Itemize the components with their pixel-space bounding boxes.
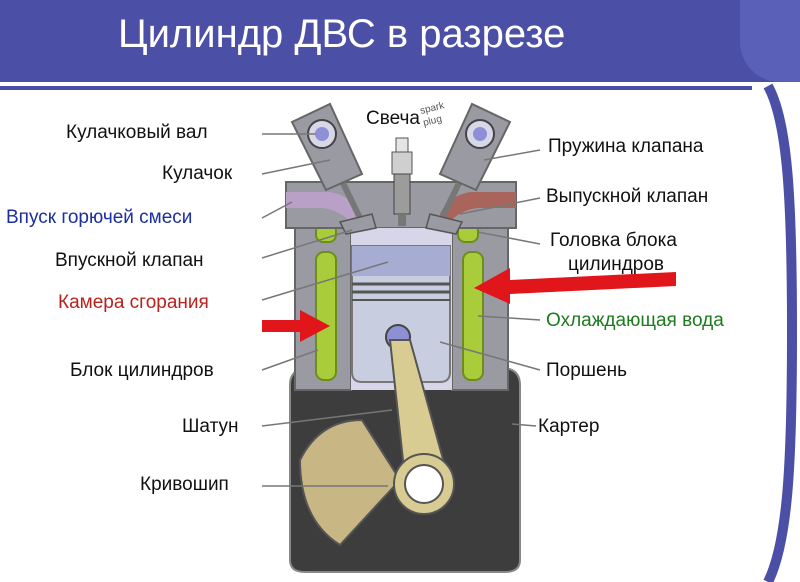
intake-valve-head	[338, 213, 377, 235]
piston-shape	[351, 245, 451, 383]
leader-lines	[261, 133, 541, 487]
label-crank: Кривошип	[140, 474, 229, 495]
spark-plug-tip	[398, 214, 406, 226]
crankpin	[404, 464, 444, 504]
label-cam: Кулачок	[162, 163, 233, 184]
page-title: Цилиндр ДВС в разрезе	[118, 12, 566, 56]
label-spark-plug: Свеча	[366, 108, 421, 129]
header-underline	[0, 86, 752, 90]
arrow-combustion-chamber	[262, 310, 330, 342]
exhaust-port	[440, 192, 516, 222]
label-intake-valve: Впускной клапан	[55, 250, 204, 271]
label-coolant: Охлаждающая вода	[546, 310, 724, 331]
camshaft-left-center	[315, 127, 329, 141]
crank-counterweight	[298, 418, 402, 547]
label-piston: Поршень	[546, 360, 627, 381]
spark-plug-top	[395, 137, 409, 153]
label-cylinder-block: Блок цилиндров	[70, 360, 214, 381]
frame-right-decoration	[752, 82, 800, 582]
title-banner: Цилиндр ДВС в разрезе	[0, 0, 800, 82]
spark-plug-body	[393, 173, 411, 215]
label-combustion-chamber: Камера сгорания	[58, 292, 209, 313]
piston-crown	[352, 246, 450, 276]
label-cylinder-head-line1: Головка блока	[550, 230, 677, 251]
label-camshaft: Кулачковый вал	[66, 122, 208, 143]
label-valve-spring: Пружина клапана	[548, 136, 704, 157]
label-cylinder-head-line2: цилиндров	[568, 254, 665, 275]
spark-plug-insulator	[391, 151, 413, 175]
intake-port	[286, 192, 360, 222]
label-intake-mixture: Впуск горючей смеси	[6, 207, 193, 228]
exhaust-valve-head	[425, 213, 464, 235]
camshaft-right-center	[473, 127, 487, 141]
label-connecting-rod: Шатун	[182, 416, 239, 437]
spark-plug-en-label-2: plug	[422, 114, 443, 129]
coolant-channel-left	[315, 251, 337, 381]
label-exhaust-valve: Выпускной клапан	[546, 186, 709, 207]
arrow-cylinder-head	[474, 268, 676, 304]
label-crankcase: Картер	[538, 416, 600, 437]
